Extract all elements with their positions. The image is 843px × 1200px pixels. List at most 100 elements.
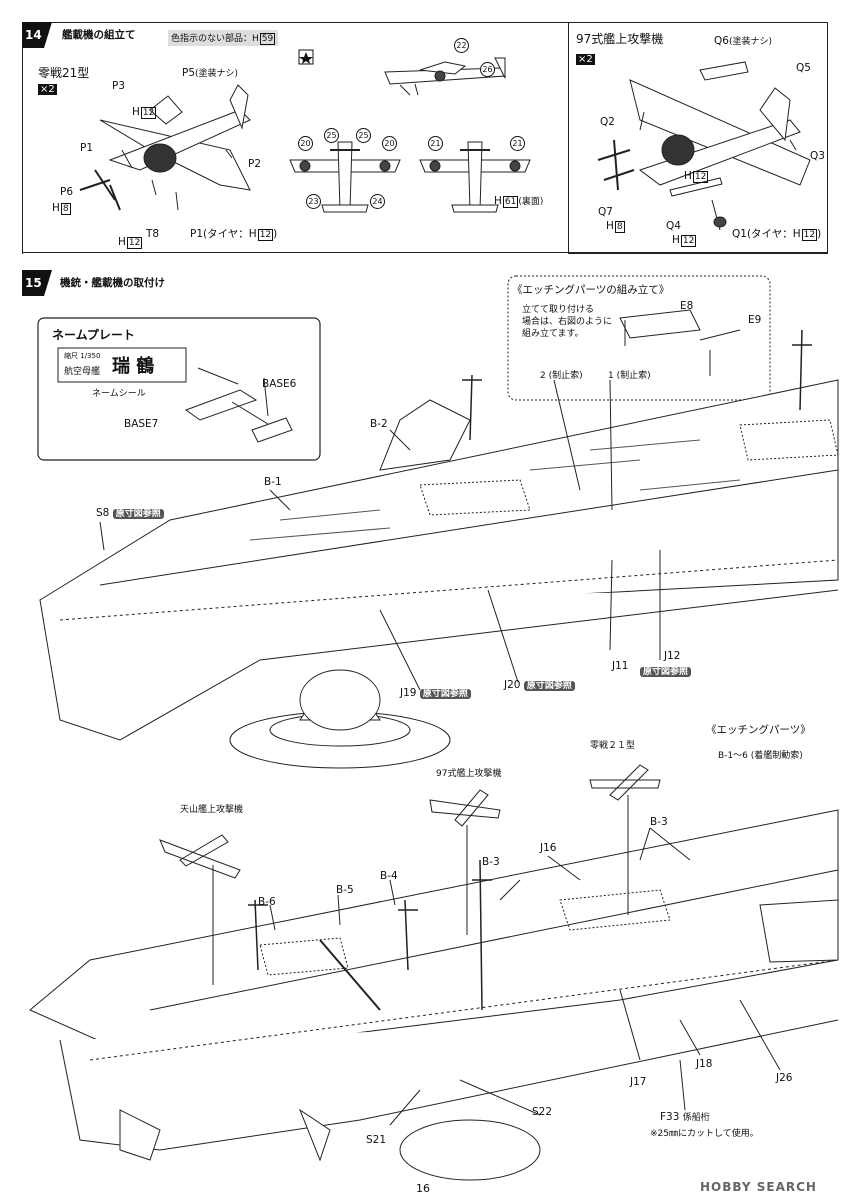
label-b3b: B-3 (482, 856, 500, 868)
page-number: 16 (416, 1182, 430, 1195)
label-q2: Q2 (600, 116, 615, 128)
etching-note-2: 場合は、右図のように (522, 317, 613, 327)
label-q5: Q5 (796, 62, 811, 74)
nameplate-ship-name: 瑞 鶴 (112, 356, 155, 377)
label-q7: Q7 (598, 206, 613, 218)
p5-text: P5 (182, 67, 196, 79)
decal-24: 24 (370, 194, 385, 209)
label-j17: J17 (630, 1076, 647, 1088)
leader-lines (99, 379, 781, 1126)
nameplate-seal: ネームシール (92, 389, 146, 399)
q1-num: 12 (801, 229, 818, 241)
label-base7: BASE7 (124, 418, 159, 430)
label-q3: Q3 (810, 150, 825, 162)
aircraft-placement-drawing (159, 764, 661, 985)
kate-h12-text: H (684, 170, 692, 182)
kate-drawing (597, 61, 811, 231)
label-f33: F33 係船桁 (660, 1110, 710, 1123)
label-s8: S8 原寸図参照 (96, 506, 164, 519)
h8-text: H (52, 202, 60, 214)
f33-note: 係船桁 (682, 1113, 710, 1123)
kate-name: 97式艦上攻撃機 (576, 32, 664, 46)
h12a-num: 12 (140, 107, 157, 119)
label-j20: J20 原寸図参照 (504, 678, 575, 691)
decal-21a: 21 (428, 136, 443, 151)
s8-ref: 原寸図参照 (112, 509, 164, 519)
h12b-num: 12 (126, 237, 143, 249)
label-p2: P2 (248, 158, 262, 170)
kate-h12b-text: H (672, 234, 680, 246)
decal-21b: 21 (510, 136, 525, 151)
label-b6: B-6 (258, 896, 276, 908)
kate-h12b-num: 12 (680, 235, 697, 247)
carrier-upper-drawing (39, 329, 839, 769)
nameplate-ship-type: 航空母艦 (64, 367, 101, 377)
label-t8: T8 (146, 228, 160, 240)
etching-assembly-title: 《エッチングパーツの組み立て》 (512, 284, 670, 296)
color-note-number: 59 (259, 33, 276, 45)
name-seal (57, 347, 187, 383)
decal-26: 26 (480, 62, 495, 77)
decal-22: 22 (454, 38, 469, 53)
carrier-lower-drawing (29, 809, 839, 1181)
p5-note: (塗装ナシ) (195, 69, 239, 79)
label-j18: J18 (696, 1058, 713, 1070)
etching-assembly-drawing (619, 309, 741, 376)
decal-25a: 25 (324, 128, 339, 143)
color-note-text: 色指示のない部品：H (171, 34, 259, 44)
step14-number: 14 (25, 28, 42, 42)
label-wire1: 1 (制止索) (608, 371, 651, 381)
nameplate-title: ネームプレート (52, 328, 135, 342)
etching-parts-desc: B-1〜6 (着艦制動索) (718, 751, 803, 761)
etching-assembly-box (507, 275, 771, 401)
label-e8: E8 (680, 300, 694, 312)
step14-panel (22, 22, 570, 254)
step14-bottom-rule (22, 252, 828, 253)
label-b3a: B-3 (650, 816, 668, 828)
label-jill: 天山艦上攻撃機 (180, 805, 244, 815)
nameplate-arrows (197, 367, 269, 425)
label-b4: B-4 (380, 870, 398, 882)
base6-plate (251, 417, 293, 443)
s8-text: S8 (96, 507, 110, 519)
f33-text: F33 (660, 1111, 680, 1123)
base7-plate (184, 389, 258, 421)
q6-note: (塗装ナシ) (728, 37, 772, 47)
etching-parts-title: 《エッチングパーツ》 (706, 724, 811, 736)
j19-text: J19 (400, 687, 417, 699)
zero-name: 零戦21型 (38, 66, 90, 80)
step15-number: 15 (25, 276, 42, 290)
label-j11: J11 (612, 660, 629, 672)
p1-tire-end: ) (273, 228, 278, 240)
q6-text: Q6 (714, 35, 729, 47)
j20-ref: 原寸図参照 (523, 681, 575, 691)
p1-tire-num: 12 (257, 229, 274, 241)
zero-fighter-drawing (79, 84, 251, 211)
step14-badge (22, 22, 52, 48)
h8-num: 8 (60, 203, 71, 215)
label-p1: P1 (80, 142, 94, 154)
label-j12: J12 (664, 650, 681, 662)
label-j16: J16 (540, 842, 557, 854)
step15-title: 機銃・艦載機の取付け (60, 277, 165, 289)
label-j26: J26 (776, 1072, 793, 1084)
label-q6: Q6(塗装ナシ) (714, 34, 772, 47)
label-e9: E9 (748, 314, 762, 326)
decal-25b: 25 (356, 128, 371, 143)
step14-title: 艦載機の組立て (62, 29, 136, 41)
label-wire2: 2 (制止索) (540, 371, 583, 381)
kate-h8-num: 8 (614, 221, 625, 233)
f33-cut-note: ※25㎜にカットして使用。 (650, 1129, 759, 1139)
j12-ref: 原寸図参照 (640, 667, 692, 677)
label-j19: J19 原寸図参照 (400, 686, 471, 699)
